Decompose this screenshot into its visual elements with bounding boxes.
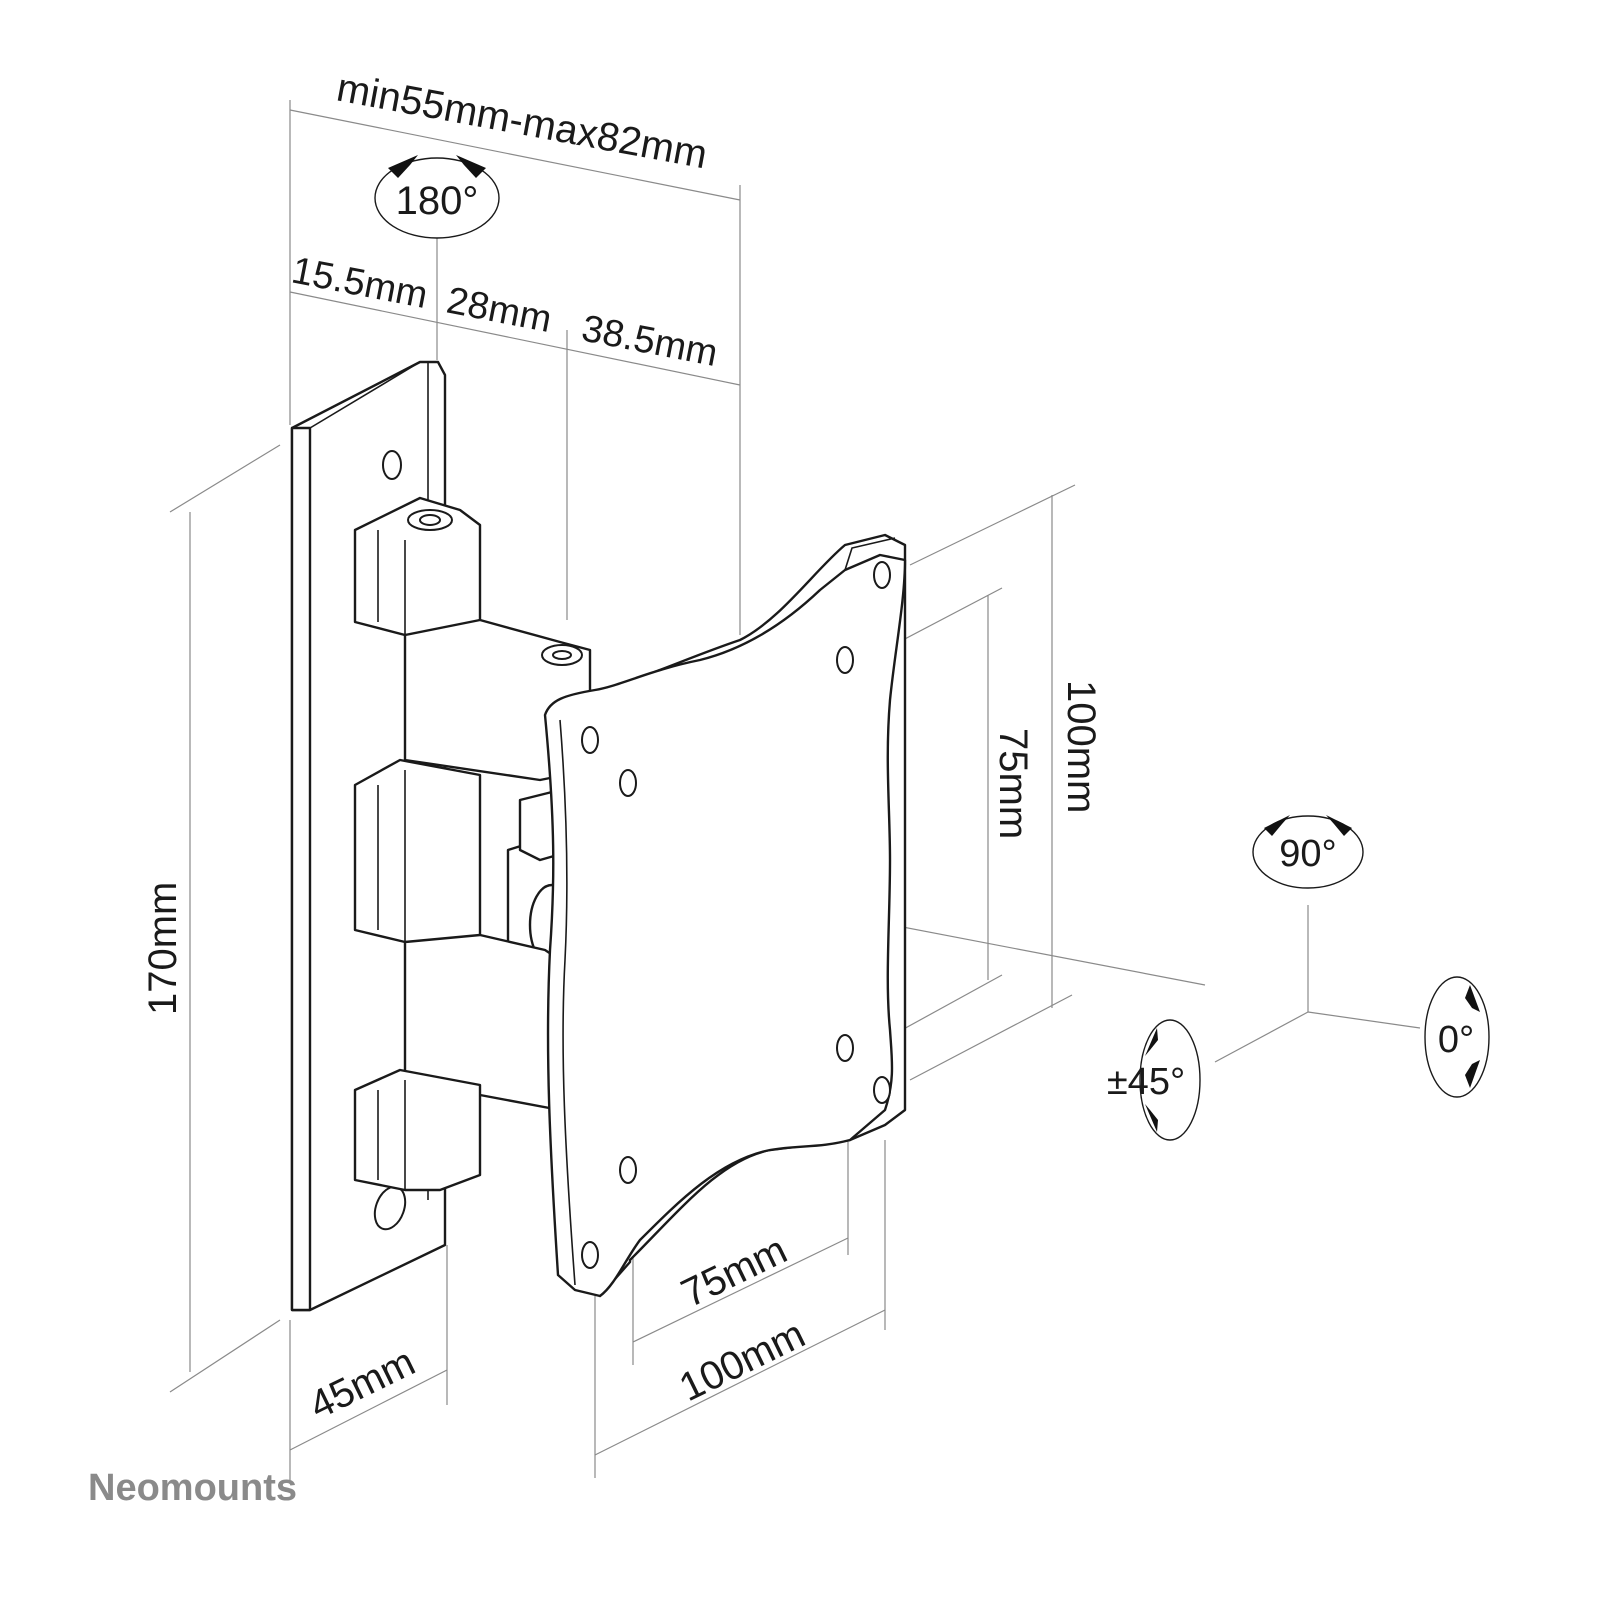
vesa-hole-5 [836, 1034, 854, 1062]
vesa-hole-6 [873, 1076, 891, 1104]
vesa-100h-line [594, 1309, 886, 1456]
rotate-label: 90° [1279, 833, 1336, 875]
vesa-outer-height-label: 100mm [1059, 680, 1103, 813]
vesa-100v-top-ext [909, 484, 1076, 566]
arm-third-label: 38.5mm [578, 308, 721, 375]
vesa-inner-width-label: 75mm [675, 1228, 794, 1316]
vesa-hole-2 [836, 646, 854, 674]
arm-assembly [353, 496, 592, 1192]
tilt-label: 0° [1438, 1019, 1474, 1061]
vesa-hole-3 [581, 726, 599, 754]
pan-label: ±45° [1107, 1061, 1185, 1103]
arm-segment-line [289, 291, 741, 386]
wall-plate-hole-top [382, 450, 402, 480]
pan-indicator: ±45° [1107, 1019, 1201, 1141]
depth-range-label: min55mm-max82mm [333, 66, 710, 178]
tilt-indicator: 0° [1424, 976, 1490, 1098]
axis-right [1307, 1011, 1421, 1029]
brand-logo: Neomounts [88, 1467, 297, 1509]
height-170-top-ext [169, 444, 281, 513]
wall-plate-height-label: 170mm [141, 882, 185, 1015]
wall-plate-width-label: 45mm [303, 1340, 422, 1428]
arm-second-label: 28mm [443, 280, 555, 341]
vesa-inner-height-label: 75mm [991, 728, 1035, 839]
vesa-100v-bottom-ext [909, 994, 1073, 1081]
rotate-indicator: 90° [1252, 815, 1364, 889]
height-170-bottom-ext [169, 1319, 281, 1393]
width-45-line [289, 1369, 448, 1451]
vesa-hole-7 [619, 1156, 637, 1184]
swivel-indicator: 180° [374, 155, 500, 239]
swivel-label: 180° [396, 179, 479, 223]
vesa-outer-width-label: 100mm [673, 1312, 812, 1410]
vesa-plate [543, 533, 907, 1298]
depth-dimension-line [289, 109, 741, 201]
dimension-lines [169, 100, 1421, 1480]
axis-left [1214, 1011, 1309, 1063]
vesa-75h-line [632, 1237, 849, 1343]
vesa-hole-4 [619, 769, 637, 797]
vesa-hole-8 [581, 1241, 599, 1269]
vesa-hole-1 [873, 561, 891, 589]
